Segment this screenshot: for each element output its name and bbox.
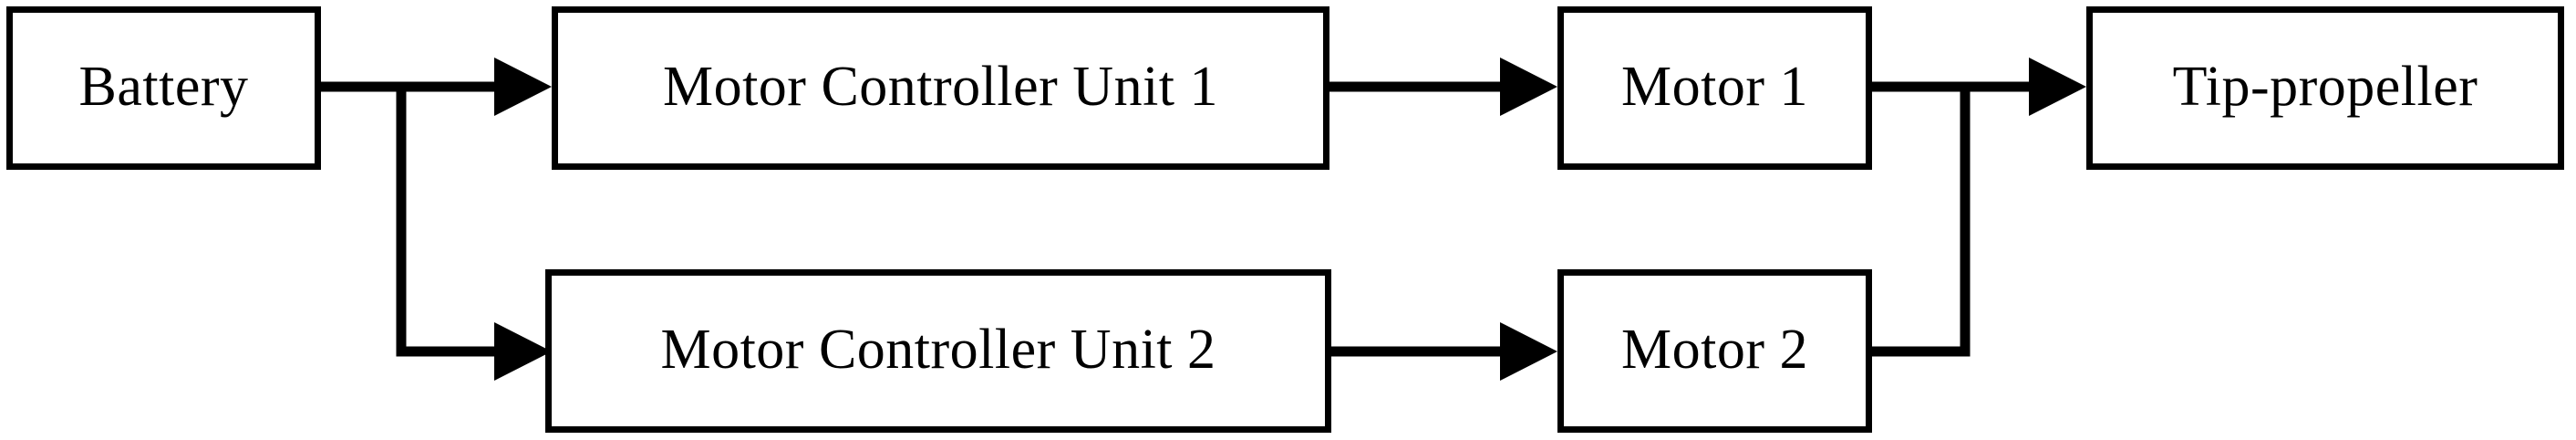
edge-battery-to-mcu1-arrowhead — [494, 58, 552, 116]
node-motor-2-label: Motor 2 — [1621, 318, 1808, 381]
edge-mcu1-to-motor1-arrowhead — [1500, 58, 1557, 116]
edge-mcu2-to-motor2-arrowhead — [1500, 322, 1557, 381]
edge-motor2-to-tippropeller-line — [1872, 87, 1971, 357]
node-tip-propeller-label: Tip-propeller — [2172, 55, 2478, 118]
edge-battery-to-mcu2-arrowhead — [494, 322, 552, 381]
node-motor-controller-unit-1[interactable]: Motor Controller Unit 1 — [552, 6, 1329, 170]
node-motor-1-label: Motor 1 — [1621, 55, 1808, 118]
node-battery[interactable]: Battery — [6, 6, 321, 170]
node-motor-controller-unit-2[interactable]: Motor Controller Unit 2 — [545, 269, 1331, 433]
node-motor-controller-unit-2-label: Motor Controller Unit 2 — [660, 318, 1216, 381]
node-motor-1[interactable]: Motor 1 — [1557, 6, 1872, 170]
edge-motor1-to-tippropeller-arrowhead — [2029, 58, 2086, 116]
node-motor-controller-unit-1-label: Motor Controller Unit 1 — [662, 55, 1219, 118]
node-motor-2[interactable]: Motor 2 — [1557, 269, 1872, 433]
edge-battery-to-mcu2-line — [396, 87, 494, 357]
node-battery-label: Battery — [78, 55, 249, 118]
node-tip-propeller[interactable]: Tip-propeller — [2086, 6, 2564, 170]
